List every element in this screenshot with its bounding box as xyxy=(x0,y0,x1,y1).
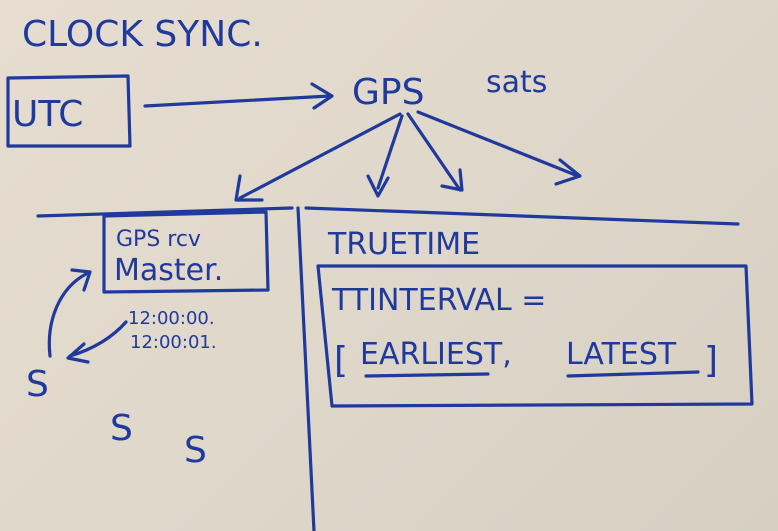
earliest-underline xyxy=(364,372,490,378)
utc-label: UTC xyxy=(12,94,83,135)
server-s-3: S xyxy=(184,430,207,471)
arrowhead-utc-gps xyxy=(310,82,334,110)
latest-underline xyxy=(566,370,700,378)
truetime-label: TRUETIME xyxy=(327,227,480,262)
arrow-gps-far-right xyxy=(416,110,580,178)
gps-master-box xyxy=(102,210,270,294)
arrowhead-s-master xyxy=(70,268,92,292)
gps-label: GPS xyxy=(352,72,424,113)
server-s-1: S xyxy=(26,364,49,405)
arrow-gps-right xyxy=(406,112,462,192)
master-label: Master. xyxy=(114,253,223,288)
arrow-utc-to-gps xyxy=(143,94,332,108)
arrowhead-far-right xyxy=(554,158,582,186)
title-clock-sync: CLOCK SYNC. xyxy=(22,14,263,55)
ttinterval-label: TTINTERVAL = xyxy=(331,283,546,318)
server-s-2: S xyxy=(110,408,133,449)
ttinterval-box xyxy=(316,264,754,408)
divider-right xyxy=(304,206,740,226)
vertical-divider xyxy=(296,206,316,531)
time-2: 12:00:01. xyxy=(130,332,217,353)
bracket-close: ] xyxy=(704,340,718,381)
time-1: 12:00:00. xyxy=(128,308,215,329)
arrowhead-right xyxy=(440,168,464,192)
latest-label: LATEST xyxy=(566,337,677,372)
earliest-label: EARLIEST, xyxy=(360,337,512,372)
utc-box xyxy=(6,74,132,148)
arrow-gps-to-master xyxy=(238,112,402,200)
arrow-master-to-s xyxy=(68,320,128,358)
arrowhead-master-s xyxy=(66,342,90,364)
arrow-s-to-master xyxy=(47,272,88,358)
arrowhead-down xyxy=(366,174,390,198)
divider-left xyxy=(36,206,294,218)
arrow-gps-down xyxy=(376,114,404,190)
gps-rcv-label: GPS rcv xyxy=(116,227,201,252)
arrowhead-master xyxy=(234,174,264,202)
bracket-open: [ xyxy=(334,340,348,381)
sats-label: sats xyxy=(486,65,547,100)
